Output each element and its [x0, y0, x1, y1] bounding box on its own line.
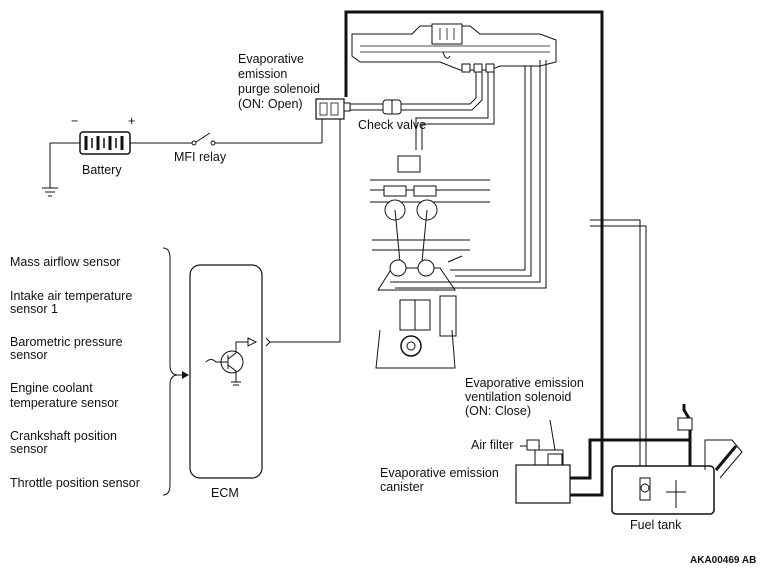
- purge-solenoid-label-line-2: emission: [238, 67, 287, 81]
- vent-solenoid-label-line-2: ventilation solenoid: [465, 390, 571, 404]
- purge-solenoid-label: Evaporative emission purge solenoid (ON:…: [238, 52, 320, 111]
- sensor-crankshaft-position-line-2: sensor: [10, 442, 48, 456]
- engine-icon: [370, 155, 490, 369]
- air-filter-label: Air filter: [471, 438, 513, 452]
- figure-code: AKA00469 AB: [690, 555, 756, 566]
- sensor-intake-air-temp: Intake air temperature: [10, 289, 132, 303]
- check-valve-label: Check valve: [358, 118, 426, 132]
- ground-icon: [42, 143, 58, 197]
- canister-label-line-2: canister: [380, 480, 424, 494]
- mfi-relay-label: MFI relay: [174, 150, 227, 164]
- battery-icon: [79, 131, 131, 155]
- battery-plus-label: +: [128, 114, 135, 128]
- battery-label: Battery: [82, 163, 122, 177]
- sensor-engine-coolant-line-2: temperature sensor: [10, 396, 118, 410]
- sensor-engine-coolant: Engine coolant: [10, 381, 93, 395]
- sensor-throttle-position: Throttle position sensor: [10, 476, 140, 490]
- purge-solenoid-label-line-3: purge solenoid: [238, 82, 320, 96]
- fuel-tank-label: Fuel tank: [630, 518, 682, 532]
- sensor-barometric-pressure-line-2: sensor: [10, 348, 48, 362]
- sensor-intake-air-temp-line-2: sensor 1: [10, 302, 58, 316]
- check-valve-icon: [382, 99, 402, 115]
- canister-icon: [515, 439, 571, 504]
- vent-solenoid-label-line-1: Evaporative emission: [465, 376, 584, 390]
- canister-label: Evaporative emission canister: [380, 466, 499, 494]
- solenoid-valve-icon: [315, 98, 351, 120]
- sensor-list: Mass airflow sensor Intake air temperatu…: [10, 255, 140, 490]
- battery-minus-label: −: [71, 114, 78, 128]
- relay-switch-icon: [191, 132, 216, 146]
- vent-solenoid-label: Evaporative emission ventilation solenoi…: [465, 376, 584, 418]
- intake-throttle-body: [351, 23, 557, 73]
- canister-label-line-1: Evaporative emission: [380, 466, 499, 480]
- purge-solenoid-label-line-4: (ON: Open): [238, 97, 303, 111]
- ecm-label: ECM: [211, 486, 239, 500]
- vent-solenoid-label-line-3: (ON: Close): [465, 404, 531, 418]
- sensor-brace: [162, 247, 179, 496]
- fuel-tank-icon: [611, 404, 743, 515]
- sensor-barometric-pressure: Barometric pressure: [10, 335, 123, 349]
- purge-solenoid-label-line-1: Evaporative: [238, 52, 304, 66]
- sensor-mass-airflow: Mass airflow sensor: [10, 255, 120, 269]
- sensor-crankshaft-position: Crankshaft position: [10, 429, 117, 443]
- transistor-icon: [205, 337, 258, 386]
